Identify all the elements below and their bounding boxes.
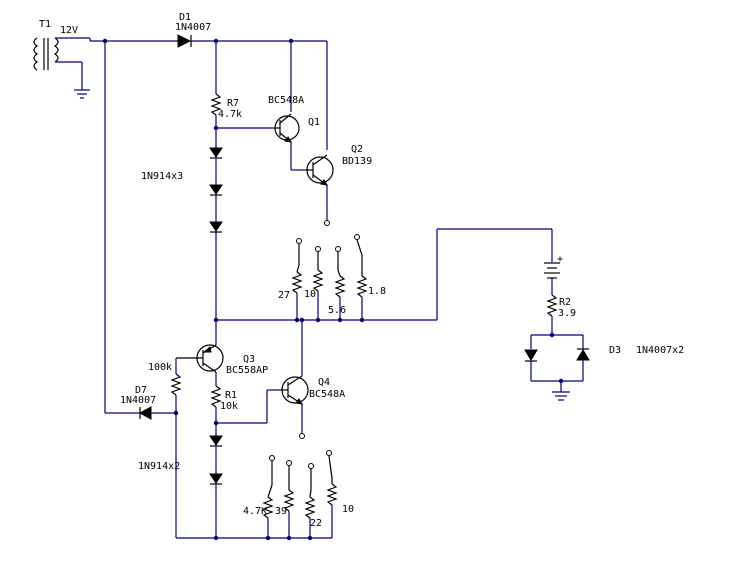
battery-plus-sign: + (557, 254, 563, 265)
label-4-7k: 4.7K (243, 506, 267, 517)
label-10a: 10 (304, 289, 316, 300)
label-100k: 100k (148, 362, 172, 373)
diode-d1 (177, 34, 192, 48)
terminal-q4-emitter (299, 433, 305, 439)
label-d1-part: 1N4007 (175, 22, 211, 33)
label-q3-part: BC558AP (226, 365, 268, 376)
label-5-6: 5.6 (328, 305, 346, 316)
diode-string-1n914x2 (209, 435, 223, 485)
label-q4: Q4 (318, 377, 330, 388)
label-10b: 10 (342, 504, 354, 515)
resistor-27-ohm (291, 238, 303, 320)
label-1n914x2: 1N914x2 (138, 461, 180, 472)
transistor-q4 (281, 375, 309, 405)
label-q2: Q2 (351, 144, 363, 155)
label-22: 22 (310, 518, 322, 529)
transistor-q3 (176, 344, 224, 373)
label-d1: D1 (179, 12, 191, 23)
label-39: 39 (275, 506, 287, 517)
label-q1-part: BC548A (268, 95, 304, 106)
label-r1: R1 (225, 390, 237, 401)
label-d3: D3 (609, 345, 621, 356)
resistor-1-8-ohm (354, 234, 368, 320)
label-q2-part: BD139 (342, 156, 372, 167)
label-d7-part: 1N4007 (120, 395, 156, 406)
diode-string-1n914x3 (209, 147, 223, 233)
label-1n914x3: 1N914x3 (141, 171, 183, 182)
ground-symbol-d3 (552, 391, 570, 401)
resistor-r7 (210, 93, 222, 116)
label-d3-part: 1N4007x2 (636, 345, 684, 356)
label-t1-voltage: 12V (60, 25, 78, 36)
label-r1-value: 10k (220, 401, 238, 412)
label-q4-part: BC548A (309, 389, 345, 400)
resistor-100k (170, 373, 182, 396)
label-r7: R7 (227, 98, 239, 109)
resistor-r1 (210, 385, 222, 408)
terminal-q2-emitter (324, 220, 330, 226)
resistor-22-ohm (304, 463, 316, 538)
label-t1: T1 (39, 19, 51, 30)
ground-symbol-transformer (74, 89, 90, 99)
label-q3: Q3 (243, 354, 255, 365)
label-d7: D7 (135, 385, 147, 396)
transformer-t1 (33, 37, 91, 90)
label-r2: R2 (559, 297, 571, 308)
resistor-5-6-ohm (334, 246, 346, 320)
resistor-39-ohm (283, 460, 295, 538)
resistor-4-7k (262, 455, 275, 538)
transistor-q2 (306, 154, 334, 186)
diode-pair-d3 (524, 348, 590, 362)
resistor-r2 (546, 294, 558, 317)
diode-d7 (138, 406, 152, 420)
resistor-10-ohm-b (326, 450, 338, 538)
transistor-q1 (274, 113, 300, 143)
label-r7-value: 4.7k (218, 109, 242, 120)
battery (544, 262, 560, 279)
resistor-10-ohm-a (312, 246, 324, 320)
label-27: 27 (278, 290, 290, 301)
label-1-8: 1.8 (368, 286, 386, 297)
label-q1: Q1 (308, 117, 320, 128)
label-r2-value: 3.9 (558, 308, 576, 319)
